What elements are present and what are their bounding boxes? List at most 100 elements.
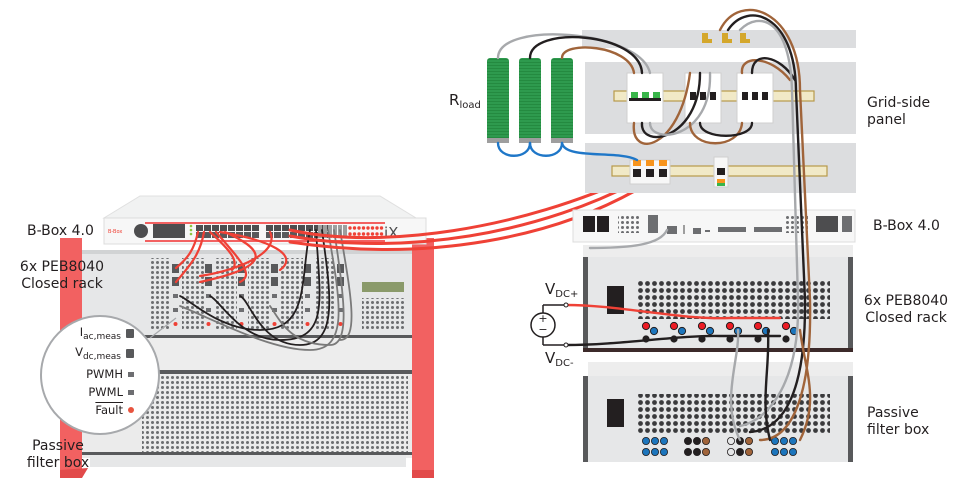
filter-jack [736, 447, 745, 456]
peb-left-lcd [362, 282, 404, 292]
peb-fault-led [305, 322, 310, 326]
filter-jack [780, 447, 789, 456]
peb-fault-led [173, 322, 178, 326]
rj45-single[interactable] [667, 226, 677, 234]
filter-jack [789, 436, 798, 445]
jack-blue [677, 326, 687, 336]
fiber-port [318, 225, 322, 238]
fiber-led [366, 232, 370, 236]
label-grid-line1: Grid-side [867, 95, 931, 111]
peb-pwmh [305, 294, 310, 298]
peb-pwmh [272, 294, 277, 298]
ethernet-port [252, 225, 259, 231]
label-peb-right-line2: Closed rack [865, 310, 947, 326]
fiber-led [348, 232, 352, 236]
filter-jack [771, 447, 780, 456]
label-peb-right: 6x PEB8040 Closed rack [858, 293, 954, 327]
label-rload: Rload [449, 92, 481, 114]
signal-legend-row: Iac,meas [80, 325, 134, 342]
jack-red [697, 321, 707, 331]
svg-text:−: − [538, 323, 547, 336]
power-switch[interactable] [583, 216, 595, 232]
label-bbox-right: B-Box 4.0 [873, 218, 940, 234]
voltage-source-icon [530, 312, 556, 338]
signal-legend-row: Vdc,meas [75, 345, 134, 362]
ethernet-port [244, 225, 251, 231]
filter-jack [642, 436, 651, 445]
filter-jack [684, 436, 693, 445]
peb-port-iac [271, 264, 278, 273]
d-sub-1[interactable] [718, 227, 746, 232]
signal-legend-row: Fault [95, 403, 134, 417]
filter-right-power[interactable] [607, 399, 624, 427]
signal-legend-row: PWMH [86, 367, 134, 381]
fiber-led [370, 232, 375, 236]
label-peb-right-line1: 6x PEB8040 [863, 293, 949, 309]
ethernet-port [220, 225, 227, 231]
filter-jack [702, 436, 711, 445]
filter-jack [693, 447, 702, 456]
filter-jack [642, 447, 651, 456]
port-marker-icon [126, 349, 134, 358]
signal-name: PWML [88, 385, 123, 399]
ethernet-port [228, 225, 235, 231]
pwm-marker-icon [128, 371, 134, 377]
filter-jack [684, 447, 693, 456]
label-filter-right-line2: filter box [867, 422, 930, 438]
peb-port-vdc [271, 277, 278, 286]
circuit-breaker[interactable] [626, 72, 664, 124]
fiber-led [366, 226, 370, 230]
signal-name: PWMH [86, 367, 123, 381]
peb-pwmh [206, 294, 211, 298]
filter-jack [727, 447, 736, 456]
ethernet-port [298, 232, 305, 238]
vdc-minus-sub: DC- [555, 358, 574, 369]
gold-clips [702, 33, 750, 43]
filter-jack [789, 447, 798, 456]
led-marker-icon [128, 407, 134, 413]
fiber-led [348, 226, 352, 230]
label-grid-side: Grid-side panel [867, 95, 930, 129]
peb-pwmh [173, 294, 178, 298]
ethernet-port [282, 232, 289, 238]
peb-module-vent [281, 258, 303, 330]
signal-name: Iac,meas [79, 325, 121, 342]
peb-port-iac [304, 264, 311, 273]
bbox-left-knob[interactable] [134, 224, 148, 238]
label-filter-left: Passive filter box [20, 438, 96, 472]
load-resistors[interactable] [487, 58, 573, 143]
jack-red [753, 321, 763, 331]
peb-module-vent [149, 258, 171, 330]
filter-jack [780, 436, 789, 445]
label-vdc-plus: VDC+ [545, 281, 578, 303]
vdc-plus-main: V [545, 280, 556, 298]
peb-port-vdc [304, 277, 311, 286]
label-filter-left-line2: filter box [26, 455, 90, 471]
port-marker-icon [126, 329, 134, 338]
label-vdc-minus: VDC- [545, 350, 574, 372]
fiber-port [343, 225, 347, 238]
ethernet-port [236, 225, 243, 231]
left-rack-cables [174, 229, 353, 351]
peb-module-vent [182, 258, 204, 330]
filter-jack [727, 436, 736, 445]
ethernet-port [212, 232, 219, 238]
peb-pwml [272, 308, 277, 312]
filter-jack [693, 436, 702, 445]
bbox-left-logo: B-Box [108, 229, 122, 235]
power-inlet [597, 216, 609, 232]
peb-pwml [173, 308, 178, 312]
ethernet-port [196, 225, 203, 231]
signal-name: Vdc,meas [75, 345, 121, 362]
d-sub-2[interactable] [754, 227, 782, 232]
ethernet-port [196, 232, 203, 238]
pwm-marker-icon [128, 389, 134, 395]
ethernet-port [212, 225, 219, 231]
filter-jack [702, 447, 711, 456]
signal-legend-row: PWML [88, 385, 134, 399]
terminal-block [629, 159, 671, 185]
filter-right [583, 362, 853, 462]
jack-red [641, 321, 651, 331]
rj45-dual[interactable] [648, 215, 658, 233]
